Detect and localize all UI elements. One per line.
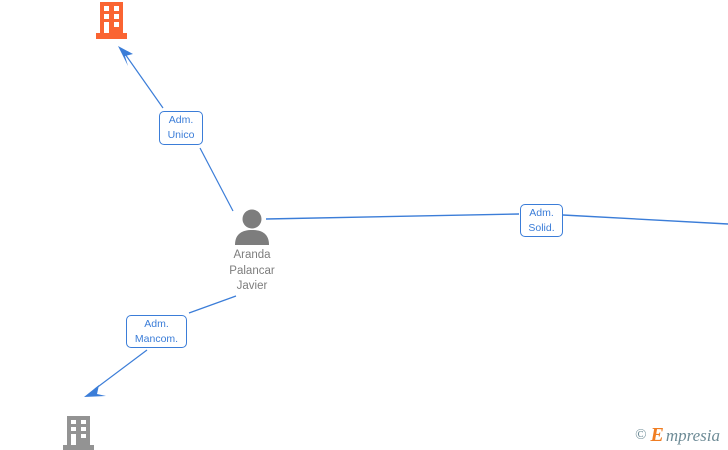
person-icon — [235, 209, 269, 245]
empresia-logo-text: mpresia — [665, 425, 720, 445]
edge-label-adm-unico-line2: Unico — [167, 129, 195, 141]
edge-label-adm-mancom[interactable]: Adm. Mancom. — [126, 315, 187, 348]
arrowhead-to-company-top — [118, 46, 133, 66]
arrowhead-to-company-bottom — [84, 385, 106, 397]
node-person-label: Aranda Palancar Javier — [205, 248, 299, 295]
edge-adm-mancom — [84, 295, 237, 397]
node-person-label-line2: Palancar — [229, 264, 275, 277]
edge-label-adm-solid-line2: Solid. — [528, 222, 555, 234]
empresia-logo-initial: E — [650, 424, 664, 446]
node-company-top[interactable] — [96, 2, 127, 39]
edge-adm-unico — [118, 46, 234, 212]
edge-label-adm-unico[interactable]: Adm. Unico — [159, 111, 203, 145]
node-person-label-line1: Aranda — [233, 249, 271, 261]
edge-adm-solid — [265, 213, 728, 225]
edge-label-adm-mancom-line1: Adm. — [144, 318, 169, 330]
edge-label-adm-solid-line1: Adm. — [529, 207, 554, 219]
building-icon — [96, 2, 127, 39]
empresia-watermark: © E mpresia — [635, 425, 720, 445]
node-company-bottom[interactable] — [63, 416, 94, 450]
edge-label-adm-solid[interactable]: Adm. Solid. — [520, 204, 563, 237]
edge-label-adm-unico-line1: Adm. — [168, 114, 194, 126]
node-person-label-line3: Javier — [236, 280, 268, 292]
building-icon — [63, 416, 94, 450]
copyright-symbol: © — [635, 426, 647, 443]
node-person-aranda-palancar-javier[interactable]: Aranda Palancar Javier — [205, 205, 299, 295]
edge-label-adm-mancom-line2: Mancom. — [134, 333, 179, 345]
